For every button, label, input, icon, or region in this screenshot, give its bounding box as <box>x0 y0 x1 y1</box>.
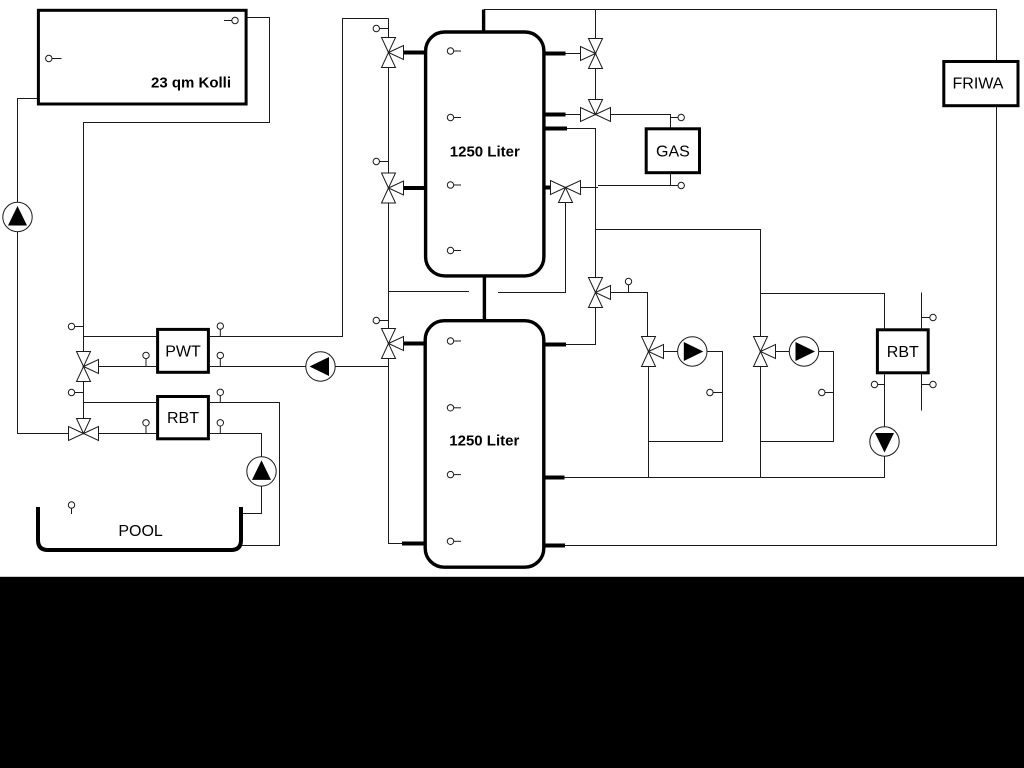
svg-text:1250 Liter: 1250 Liter <box>450 143 520 160</box>
svg-text:FRIWA: FRIWA <box>953 76 1004 93</box>
svg-text:1250 Liter: 1250 Liter <box>449 433 519 450</box>
svg-text:GAS: GAS <box>656 143 690 160</box>
svg-text:PWT: PWT <box>165 344 201 361</box>
svg-text:RBT: RBT <box>167 410 199 427</box>
svg-text:POOL: POOL <box>118 523 163 540</box>
svg-text:RBT: RBT <box>887 344 919 361</box>
svg-text:23 qm Kolli: 23 qm Kolli <box>151 74 231 91</box>
